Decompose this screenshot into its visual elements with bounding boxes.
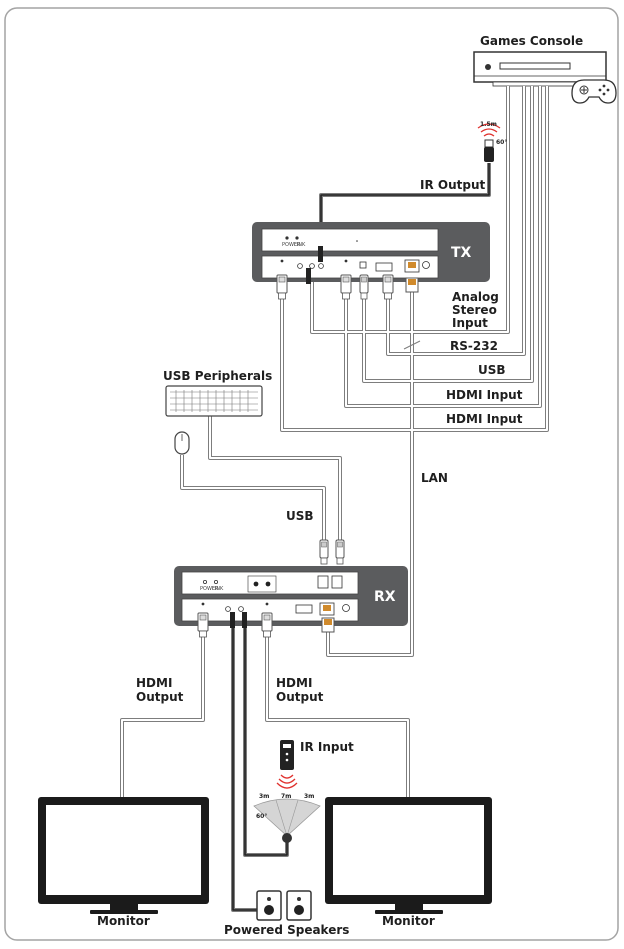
tx-label: TX: [451, 245, 472, 261]
speaker-left-icon: [256, 890, 282, 921]
analog-label-3: Input: [452, 316, 488, 330]
ir-output-label: IR Output: [420, 178, 485, 192]
rx-device: POWER LINK: [174, 566, 408, 626]
svg-text:POWER: POWER: [200, 586, 219, 592]
rx-plugs: [197, 612, 335, 638]
usb-peripherals-label: USB Peripherals: [163, 369, 272, 383]
rx-label: RX: [374, 589, 396, 605]
hdmi-output-left-1: HDMI: [136, 676, 172, 690]
hdmi-output-left-2: Output: [136, 690, 184, 704]
usb-keyboard: [165, 385, 263, 417]
lan-label: LAN: [421, 471, 448, 485]
monitor-left-label: Monitor: [97, 914, 150, 928]
hdmi-output-right-2: Output: [276, 690, 324, 704]
ir-emitter: [477, 123, 501, 162]
svg-text:LINK: LINK: [212, 586, 224, 592]
ir-rx-right-distance: 3m: [304, 793, 314, 800]
cables: [120, 86, 549, 912]
game-controller-icon: [571, 79, 617, 104]
ir-rx-left-distance: 3m: [259, 793, 269, 800]
tx-plugs: [276, 246, 419, 300]
monitor-left-icon: [38, 797, 209, 914]
analog-label-1: Analog: [452, 290, 499, 304]
svg-text:POWER: POWER: [282, 242, 301, 248]
usb-rx-label: USB: [286, 509, 314, 523]
powered-speakers-label: Powered Speakers: [224, 923, 349, 937]
games-console-label: Games Console: [480, 34, 583, 48]
monitor-right-icon: [325, 797, 492, 914]
ir-rx-center-distance: 7m: [281, 793, 291, 800]
ir-rx-angle: 60°: [256, 813, 267, 820]
analog-label-2: Stereo: [452, 303, 497, 317]
hdmi-output-right-1: HDMI: [276, 676, 312, 690]
games-console: [473, 51, 617, 104]
ir-angle-label: 60°: [496, 139, 507, 146]
usb-tx-label: USB: [478, 363, 506, 377]
ir-distance-label: 1.5m: [480, 121, 497, 128]
hdmi-input-label-2: HDMI Input: [446, 412, 523, 426]
ir-receive-cone: [253, 798, 321, 843]
monitor-right-label: Monitor: [382, 914, 435, 928]
ir-input-label: IR Input: [300, 740, 354, 754]
speaker-right-icon: [286, 890, 312, 921]
ir-remote-icon: [276, 740, 298, 789]
rs232-label: RS-232: [450, 339, 498, 353]
usb-mouse: [174, 431, 190, 455]
hdmi-input-label-1: HDMI Input: [446, 388, 523, 402]
svg-text:LINK: LINK: [294, 242, 306, 248]
